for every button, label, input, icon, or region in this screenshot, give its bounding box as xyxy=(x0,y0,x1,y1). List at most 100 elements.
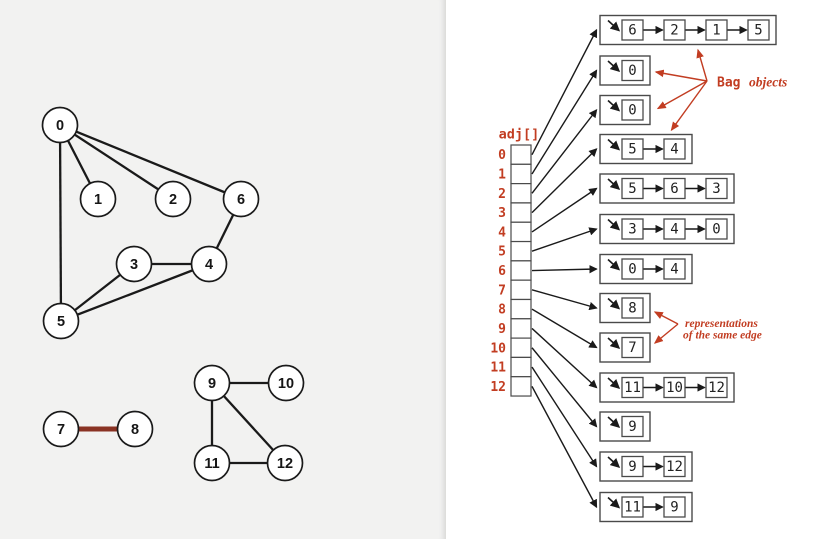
pointer-arrow-2 xyxy=(531,109,598,194)
same-edge-annotation: representations of the same edge xyxy=(653,311,762,344)
bag-list-10: 9 xyxy=(599,411,651,442)
node-value: 4 xyxy=(670,222,678,238)
bag-ref-arrow xyxy=(607,178,621,190)
node-box xyxy=(621,455,644,478)
adj-cell-6 xyxy=(510,260,532,281)
node-box xyxy=(705,177,728,200)
vertex-label: 6 xyxy=(237,192,245,208)
graph-edge-0-2 xyxy=(59,124,174,200)
node-value: 12 xyxy=(666,459,683,475)
adj-cell-10 xyxy=(510,337,532,359)
same-edge-label-line1: representations xyxy=(685,318,758,330)
graph-vertex-4: 4 xyxy=(190,245,228,283)
graph-vertex-0: 0 xyxy=(41,106,79,144)
vertex-circle xyxy=(222,180,260,218)
bag-list-1: 0 xyxy=(599,55,651,86)
adj-index-label: 1 xyxy=(498,167,506,182)
vertex-circle xyxy=(190,245,228,283)
bag-ref-arrow xyxy=(607,377,621,389)
bag-arrow-to-list2 xyxy=(656,80,708,110)
adj-cell-2 xyxy=(510,183,532,204)
adj-cell-7 xyxy=(510,279,532,301)
pointer-arrow-7 xyxy=(531,289,598,311)
bag-ref-arrow xyxy=(607,218,621,231)
bag-ref-arrow xyxy=(607,496,621,509)
node-box xyxy=(663,19,686,41)
node-box xyxy=(621,218,644,240)
node-box xyxy=(621,19,644,41)
node-box xyxy=(663,376,686,399)
pointer-arrow-6 xyxy=(531,264,598,274)
adj-index-label: 12 xyxy=(490,380,506,395)
graph-vertex-1: 1 xyxy=(79,180,117,218)
node-box xyxy=(663,218,686,240)
bag-list-8: 7 xyxy=(599,332,651,363)
node-box xyxy=(705,218,728,240)
graph-vertex-8: 8 xyxy=(116,410,154,448)
node-box xyxy=(621,258,644,280)
adjacency-pointer-arrows xyxy=(531,28,598,509)
same-edge-arrow-to-list8 xyxy=(653,323,679,344)
bag-objects-annotation: Bag objects xyxy=(654,48,787,132)
adj-cell-9 xyxy=(510,318,532,339)
adj-index-label: 2 xyxy=(498,187,506,202)
bag-ref-arrow xyxy=(607,258,621,271)
bag-ref-arrow xyxy=(607,337,621,349)
adj-index-label: 6 xyxy=(498,264,506,279)
node-value: 11 xyxy=(624,380,641,396)
adj-index-label: 9 xyxy=(498,322,506,337)
node-box xyxy=(621,415,644,438)
pointer-arrow-0 xyxy=(531,28,598,155)
node-box xyxy=(621,297,644,319)
pointer-arrow-4 xyxy=(531,187,598,233)
vertex-label: 12 xyxy=(277,456,293,472)
adj-index-label: 4 xyxy=(498,225,506,240)
graph-edges xyxy=(58,123,286,465)
adj-cell-1 xyxy=(510,163,532,185)
node-box xyxy=(663,455,686,478)
adj-index-label: 0 xyxy=(498,148,506,163)
node-value: 4 xyxy=(670,142,678,158)
node-box xyxy=(663,258,686,280)
bag-list-2: 0 xyxy=(599,94,651,126)
node-box xyxy=(621,336,644,359)
node-value: 8 xyxy=(628,301,636,317)
adj-cell-3 xyxy=(510,202,532,223)
node-value: 0 xyxy=(628,103,636,119)
vertex-circle xyxy=(154,180,192,218)
same-edge-arrow-to-list7 xyxy=(653,311,679,325)
vertex-circle xyxy=(115,245,153,283)
node-box xyxy=(663,177,686,200)
vertex-label: 3 xyxy=(130,257,138,273)
bag-ref-arrow xyxy=(607,297,621,310)
pointer-arrow-12 xyxy=(531,386,598,509)
graph-vertex-3: 3 xyxy=(115,245,153,283)
adj-cell-8 xyxy=(510,298,532,320)
pointer-arrow-1 xyxy=(531,69,598,175)
node-value: 10 xyxy=(666,380,683,396)
node-value: 12 xyxy=(708,380,725,396)
node-box xyxy=(747,19,770,41)
bag-annotation-label: Bag xyxy=(717,76,740,91)
vertex-label: 5 xyxy=(57,314,65,330)
vertex-circle xyxy=(79,180,117,218)
vertex-label: 1 xyxy=(94,192,102,208)
bag-arrow-to-list0 xyxy=(696,48,708,82)
same-edge-label-line2: of the same edge xyxy=(683,330,762,342)
pointer-arrow-3 xyxy=(531,148,598,214)
graph-vertex-6: 6 xyxy=(222,180,260,218)
graph-edge-0-6 xyxy=(59,123,242,201)
node-value: 6 xyxy=(628,23,636,39)
bag-ref-arrow xyxy=(607,456,621,468)
pointer-arrow-8 xyxy=(531,308,598,349)
adj-cell-5 xyxy=(510,240,532,262)
bag-ref-arrow xyxy=(607,416,621,428)
pointer-arrow-9 xyxy=(531,327,598,389)
vertex-circle xyxy=(267,364,305,402)
node-value: 3 xyxy=(628,222,636,238)
node-value: 9 xyxy=(628,419,636,435)
graph-vertex-2: 2 xyxy=(154,180,192,218)
vertex-circle xyxy=(193,364,231,402)
